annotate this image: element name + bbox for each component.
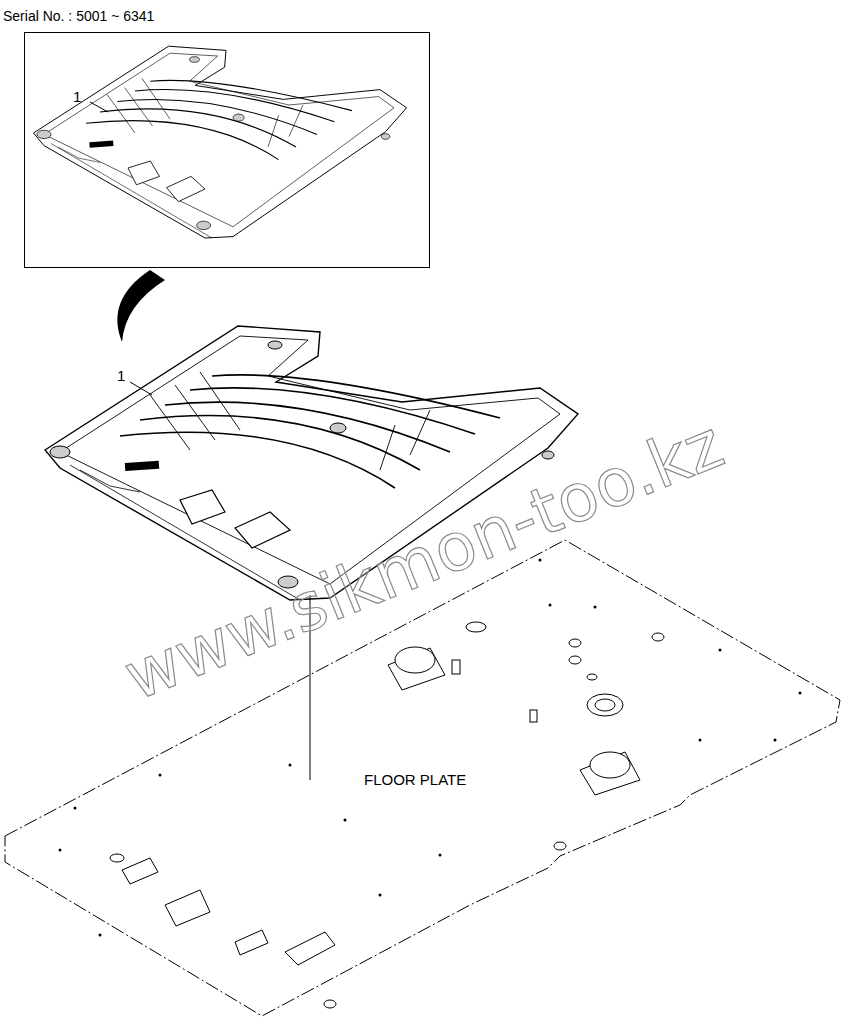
serial-heading: Serial No. : 5001 ~ 6341	[3, 9, 154, 24]
callout-number: 1	[117, 368, 125, 385]
part-label: FLOOR PLATE	[364, 772, 466, 789]
inset-box: Serial No. : 5001 ~ 63411	[24, 32, 430, 268]
callout-number: 1	[73, 89, 81, 106]
